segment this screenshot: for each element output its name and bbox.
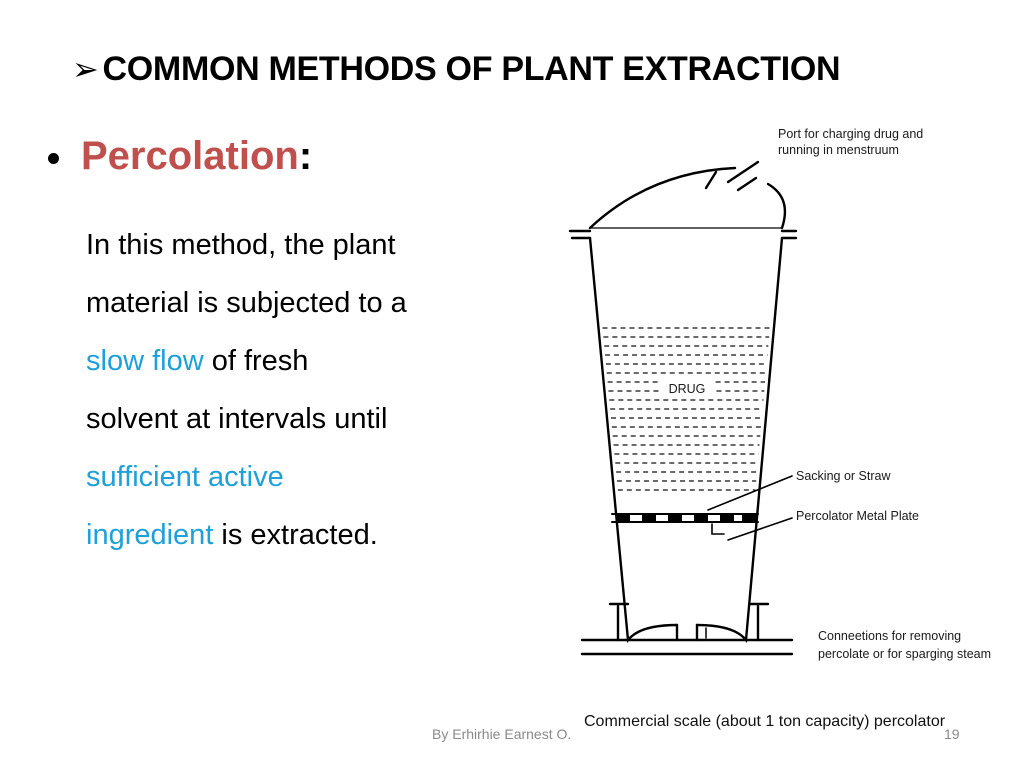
plate-block bbox=[616, 515, 630, 521]
body-text-segment: of fresh bbox=[203, 345, 309, 377]
highlighted-text: slow flow bbox=[86, 345, 204, 377]
footer-author: By Erhirhie Earnest O. bbox=[432, 726, 572, 742]
body-line: solvent at intervals until bbox=[86, 390, 526, 448]
percolator-diagram: DRUG Port for charging drug and running … bbox=[560, 110, 1010, 750]
body-line: sufficient active bbox=[86, 448, 526, 506]
connections-label-line1: Conneetions for removing bbox=[818, 629, 961, 643]
percolator-svg: DRUG Port for charging drug and running … bbox=[568, 127, 991, 730]
body-line: In this method, the plant bbox=[86, 216, 526, 274]
body-paragraph: In this method, the plant material is sub… bbox=[86, 216, 526, 564]
port-lid bbox=[726, 160, 760, 184]
plate-block bbox=[668, 515, 682, 521]
sacking-label: Sacking or Straw bbox=[796, 469, 891, 483]
drug-layers bbox=[602, 327, 770, 491]
slide-title: ➢COMMON METHODS OF PLANT EXTRACTION bbox=[72, 50, 972, 89]
port-label-line2: running in menstruum bbox=[778, 143, 899, 157]
bullet-heading: Percolation: bbox=[48, 134, 312, 179]
highlighted-text: ingredient bbox=[86, 519, 214, 551]
leader-plate bbox=[727, 517, 793, 541]
connections-label-line2: percolate or for sparging steam bbox=[818, 647, 991, 661]
plate-block bbox=[720, 515, 734, 521]
leader-sacking bbox=[707, 475, 793, 511]
slide-title-text: COMMON METHODS OF PLANT EXTRACTION bbox=[102, 50, 841, 88]
page-number: 19 bbox=[944, 726, 960, 742]
bullet-heading-text: Percolation bbox=[81, 134, 299, 178]
body-line: material is subjected to a bbox=[86, 274, 526, 332]
body-line: slow flow of fresh bbox=[86, 332, 526, 390]
body-line: ingredient is extracted. bbox=[86, 506, 526, 564]
diagram-caption: Commercial scale (about 1 ton capacity) … bbox=[584, 713, 946, 730]
plate-blocks bbox=[616, 515, 756, 521]
body-text-segment: is extracted. bbox=[213, 519, 378, 551]
port-right bbox=[736, 176, 758, 192]
port-left bbox=[704, 170, 718, 190]
plate-label: Percolator Metal Plate bbox=[796, 509, 919, 523]
body-text-segment: solvent at intervals until bbox=[86, 403, 388, 435]
bullet-dot-icon bbox=[48, 153, 59, 165]
body-left bbox=[588, 236, 679, 644]
body-right bbox=[695, 236, 784, 644]
dome-right bbox=[766, 182, 787, 230]
plate-block bbox=[742, 515, 756, 521]
bullet-heading-colon: : bbox=[298, 134, 313, 178]
highlighted-text: sufficient active bbox=[86, 461, 284, 493]
body-text-segment: In this method, the plant bbox=[86, 229, 396, 261]
drug-label: DRUG bbox=[669, 382, 706, 396]
body-text-segment: material is subjected to a bbox=[86, 287, 407, 319]
plate-tab bbox=[711, 523, 725, 535]
port-label-line1: Port for charging drug and bbox=[778, 127, 923, 141]
dome-left bbox=[588, 166, 737, 230]
arrow-bullet-icon: ➢ bbox=[72, 51, 99, 87]
drug-label-bg bbox=[661, 378, 713, 398]
plate-block bbox=[642, 515, 656, 521]
plate-block bbox=[694, 515, 708, 521]
